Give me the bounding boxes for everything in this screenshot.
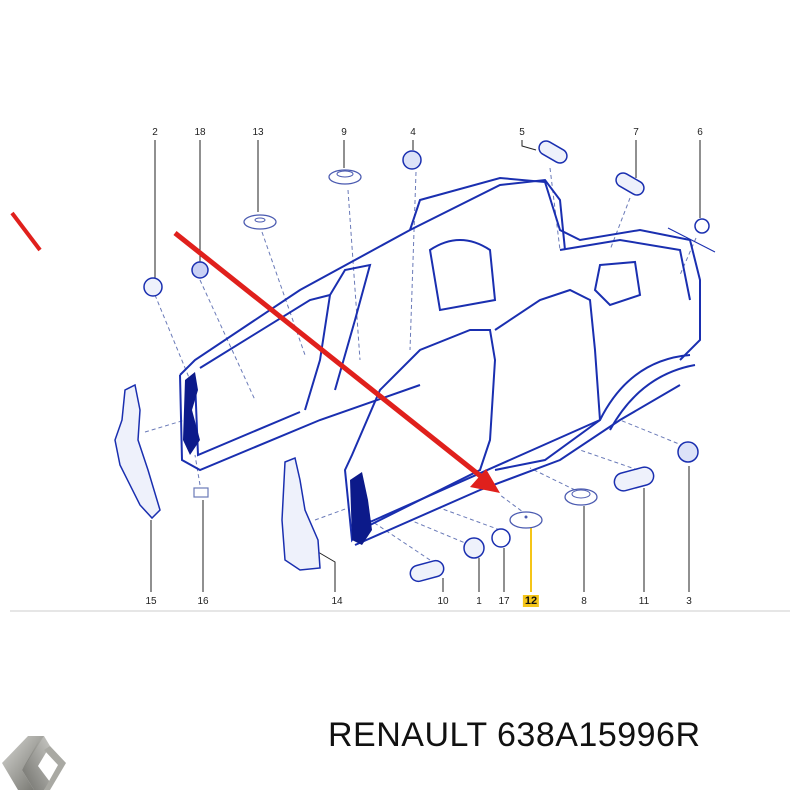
callout-18: 18 (194, 127, 206, 138)
callout-5: 5 (519, 127, 525, 138)
callout-16: 16 (197, 596, 209, 607)
leader-lines-bottom (150, 466, 690, 592)
leader-lines-top (154, 140, 701, 278)
part-15-panel (114, 383, 161, 520)
part-11-plug-oval (613, 466, 655, 492)
part-12-grommet (509, 511, 543, 529)
callout-15: 15 (145, 596, 157, 607)
callout-3: 3 (686, 596, 692, 607)
callout-6: 6 (697, 127, 703, 138)
part-4-plug (402, 150, 422, 170)
part-16-block (193, 487, 209, 498)
part-3-plug (677, 441, 699, 463)
callout-13: 13 (252, 127, 264, 138)
part-6-plug (667, 218, 716, 253)
part-7-plug-oval (615, 172, 645, 196)
callout-4: 4 (410, 127, 416, 138)
callout-1: 1 (476, 596, 482, 607)
callout-12-highlighted: 12 (522, 595, 540, 607)
part-2-plug (143, 277, 163, 297)
part-14-panel (281, 456, 321, 571)
part-5-plug-oval (538, 140, 568, 164)
callout-11: 11 (638, 596, 650, 607)
part-9-grommet (328, 169, 362, 185)
part-1-plug (463, 537, 485, 559)
callout-17: 17 (498, 596, 510, 607)
part-13-grommet (243, 214, 277, 230)
red-arrow-fragment (10, 211, 42, 252)
callout-9: 9 (341, 127, 347, 138)
part-17-plug (491, 528, 511, 548)
red-pointer-arrow (173, 231, 500, 493)
callout-14: 14 (331, 596, 343, 607)
callout-2: 2 (152, 127, 158, 138)
callout-10: 10 (437, 596, 449, 607)
callout-8: 8 (581, 596, 587, 607)
body-side-panel (179, 176, 701, 546)
part-18-plug (191, 261, 209, 279)
callout-7: 7 (633, 127, 639, 138)
assembly-dashed-lines (144, 167, 697, 561)
reinforcement-blocks (183, 372, 372, 545)
part-10-plug-oval (409, 559, 445, 583)
renault-diamond-logo (2, 736, 66, 790)
part-8-grommet (564, 488, 598, 506)
part-title: RENAULT 638A15996R (328, 716, 701, 754)
